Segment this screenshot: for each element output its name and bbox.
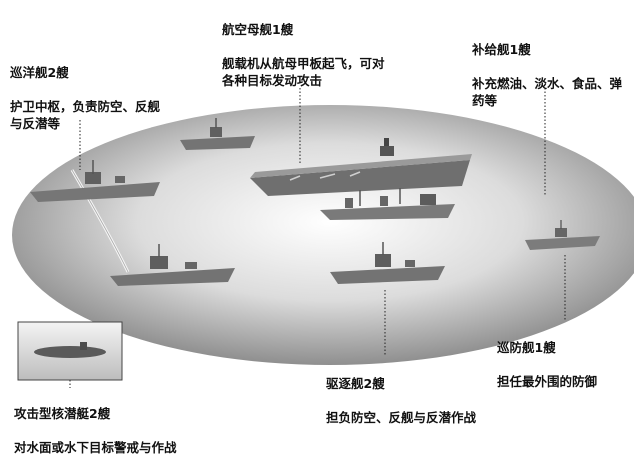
carrier-desc: 舰载机从航母甲板起飞，可对各种目标发动攻击	[222, 56, 385, 88]
submarine-desc: 对水面或水下目标警戒与作战	[14, 440, 177, 455]
supply-ship	[320, 188, 455, 220]
frigate-name: 巡防舰1艘	[497, 340, 556, 355]
frigate-ship	[525, 220, 600, 250]
destroyer-desc: 担负防空、反舰与反潜作战	[326, 410, 477, 425]
destroyer-ship-left	[110, 244, 235, 286]
destroyer-ship-center	[330, 242, 445, 284]
submarine-inset	[17, 321, 123, 381]
sea-area	[12, 105, 634, 365]
cruiser-ship-left	[30, 160, 160, 202]
label-submarine: 攻击型核潜艇2艘 对水面或水下目标警戒与作战	[14, 388, 189, 456]
aircraft-carrier-ship	[250, 138, 472, 196]
carrier-name: 航空母舰1艘	[222, 22, 294, 37]
cruiser-name: 巡洋舰2艘	[10, 65, 69, 80]
destroyer-name: 驱逐舰2艘	[326, 376, 385, 391]
label-cruiser: 巡洋舰2艘 护卫中枢，负责防空、反舰与反潜等	[10, 47, 160, 132]
cruiser-desc: 护卫中枢，负责防空、反舰与反潜等	[10, 99, 161, 131]
label-aircraft-carrier: 航空母舰1艘 舰载机从航母甲板起飞，可对各种目标发动攻击	[222, 4, 392, 89]
supply-desc: 补充燃油、淡水、食品、弹药等	[472, 76, 623, 108]
supply-name: 补给舰1艘	[472, 42, 531, 57]
frigate-desc: 担任最外围的防御	[497, 374, 598, 389]
submarine-name: 攻击型核潜艇2艘	[14, 406, 111, 421]
cruiser-ship-top	[180, 118, 255, 150]
label-supply-ship: 补给舰1艘 补充燃油、淡水、食品、弹药等	[472, 24, 622, 109]
label-destroyer: 驱逐舰2艘 担负防空、反舰与反潜作战	[326, 358, 491, 426]
label-frigate: 巡防舰1艘 担任最外围的防御	[497, 322, 632, 390]
